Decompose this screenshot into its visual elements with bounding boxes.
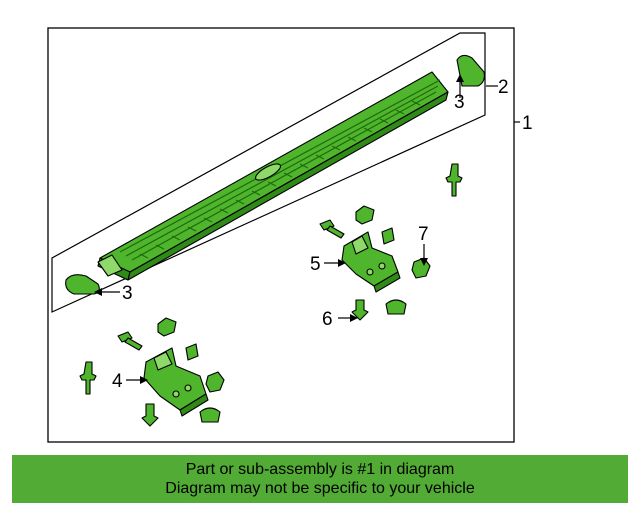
bracket-upper (341, 231, 401, 293)
arrow-3-top (456, 74, 464, 82)
arrow-4 (140, 376, 148, 384)
banner-line-2: Diagram may not be specific to your vehi… (165, 480, 475, 497)
arrow-3-left (94, 288, 102, 296)
callout-5: 5 (310, 254, 321, 275)
running-board-assembly-outline (51, 32, 486, 313)
grommet-lower (199, 407, 221, 423)
callout-3-left: 3 (122, 283, 133, 304)
end-cap-top (456, 54, 485, 87)
clip-upper (381, 227, 395, 245)
info-banner: Part or sub-assembly is #1 in diagram Di… (12, 455, 628, 503)
clip-lower (185, 343, 199, 361)
end-cap-left (65, 274, 100, 295)
callout-2: 2 (498, 77, 509, 98)
nut-upper-2 (411, 257, 431, 279)
grommet-upper (385, 299, 407, 315)
running-board (97, 71, 449, 281)
stud-left (79, 361, 97, 395)
arrow-7 (420, 258, 428, 266)
nut-upper-1 (355, 205, 375, 225)
callout-3-top: 3 (454, 92, 465, 113)
banner-line-1: Part or sub-assembly is #1 in diagram (185, 461, 455, 478)
arrow-5 (338, 259, 346, 267)
parts-diagram: 1 2 3 3 4 5 6 7 (47, 27, 533, 443)
bolt-lower-vertical (141, 403, 159, 427)
arrow-6 (350, 314, 358, 322)
nut-lower-1 (157, 317, 177, 337)
callout-7: 7 (418, 224, 429, 245)
diagram-frame (47, 27, 515, 443)
bolt-upper-6 (351, 299, 369, 321)
callout-6: 6 (322, 309, 333, 330)
bolt-lower (117, 331, 143, 351)
nut-lower-2 (205, 371, 225, 393)
bracket-lower (143, 347, 209, 417)
callout-4: 4 (112, 371, 123, 392)
bolt-upper (319, 219, 345, 239)
callout-1: 1 (522, 113, 533, 134)
stud-right (445, 163, 463, 197)
